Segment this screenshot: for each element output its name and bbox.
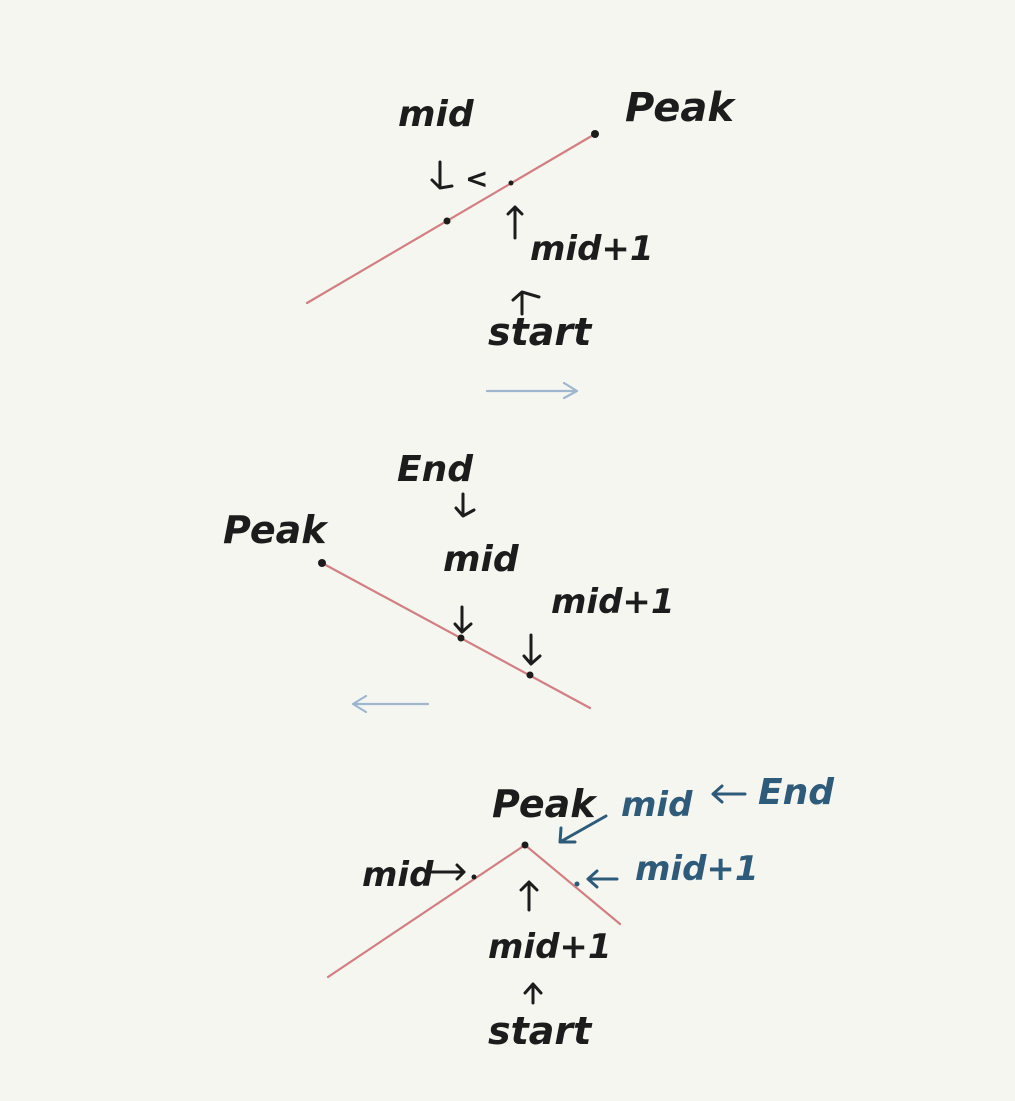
panel-descending: Peak End mid mid+1: [223, 449, 675, 714]
mid-down-arrow: [430, 160, 454, 190]
mid-blue-arrow: [558, 814, 608, 844]
mid-point: [457, 634, 465, 642]
peak-label: Peak: [492, 782, 598, 826]
peak-point: [521, 841, 529, 849]
mid-label: mid: [443, 539, 520, 580]
mid-blue-label: mid: [621, 785, 693, 825]
mid-plus-one-point: [526, 671, 534, 679]
mid-point: [443, 217, 451, 225]
mid-right-arrow: [430, 863, 466, 881]
panel-ascending: Peak mid < mid+1 start: [305, 85, 736, 400]
mid-plus-one-label: mid+1: [530, 229, 654, 269]
mid-plus-one-bottom-label: mid+1: [488, 927, 612, 967]
mid-plus-one-label: mid+1: [551, 582, 675, 622]
mid-plus-one-up-arrow: [506, 205, 524, 240]
panel-peak: Peak mid mid+1 start mid End mid+1: [326, 772, 835, 1053]
search-right-arrow: [485, 381, 579, 400]
peak-label: Peak: [625, 85, 736, 131]
end-label: End: [397, 449, 474, 490]
end-down-arrow: [454, 492, 476, 518]
end-blue-arrow: [711, 784, 747, 804]
start-label: start: [488, 310, 593, 354]
peak-label: Peak: [223, 508, 329, 552]
mid-plus-one-down-arrow: [522, 633, 542, 666]
start-up-arrow: [511, 290, 541, 316]
mid-plus-one-right-point: [574, 881, 580, 887]
mid-plus-one-blue-arrow: [586, 869, 619, 889]
start-up-arrow: [523, 982, 543, 1005]
mid-plus-one-point: [508, 180, 514, 186]
ascending-curve: [305, 132, 597, 305]
descending-curve: [320, 561, 592, 710]
less-than-label: <: [465, 162, 488, 195]
mid-left-point: [471, 874, 477, 880]
peak-point: [591, 130, 599, 138]
search-left-arrow: [351, 694, 430, 714]
peak-point: [318, 559, 326, 567]
end-blue-label: End: [758, 772, 835, 813]
start-label: start: [488, 1009, 593, 1053]
mid-plus-one-blue-label: mid+1: [635, 849, 759, 889]
mid-left-label: mid: [362, 855, 434, 895]
mid-label: mid: [398, 94, 475, 135]
mid-plus-one-up-arrow: [519, 880, 539, 912]
mid-down-arrow: [453, 605, 473, 634]
